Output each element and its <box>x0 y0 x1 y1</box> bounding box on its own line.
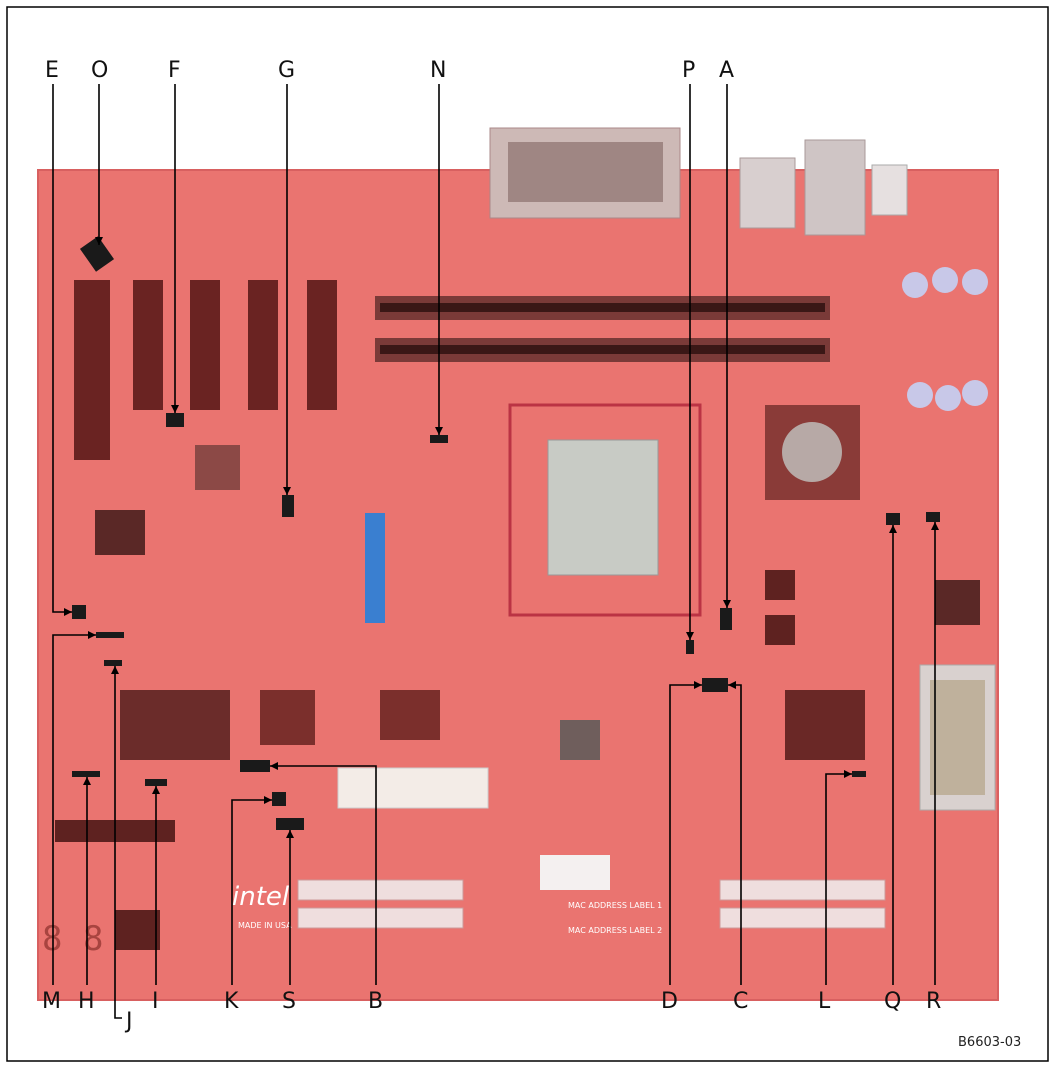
callout-d: D <box>661 989 678 1014</box>
motherboard: intel MADE IN USA MAC ADDRESS LABEL 1 MA… <box>38 128 998 1000</box>
sata-connector <box>365 513 385 623</box>
figure-id: B6603-03 <box>958 1035 1021 1050</box>
made-in-label: MADE IN USA <box>238 921 292 930</box>
pcie-slot-1 <box>74 280 110 460</box>
callout-i: I <box>152 989 159 1014</box>
pci-slot-1 <box>298 880 463 900</box>
lan-port-2 <box>805 140 865 235</box>
jumper-c <box>714 678 728 692</box>
jumper-s <box>276 818 304 830</box>
jumper-j <box>104 660 122 666</box>
atx-power <box>338 768 488 808</box>
pcie-slot-4 <box>248 280 278 410</box>
jumper-q <box>886 513 900 525</box>
mac-address-label-1: MAC ADDRESS LABEL 1 <box>568 901 662 910</box>
callout-q: Q <box>884 989 901 1014</box>
usb-port <box>872 165 907 215</box>
jumper-m <box>96 632 124 638</box>
cpu <box>548 440 658 575</box>
callout-h: H <box>78 989 95 1014</box>
jumper-i <box>145 779 167 786</box>
pci-slot-3 <box>720 880 885 900</box>
callout-e: E <box>45 58 59 83</box>
pci-slot-4 <box>720 908 885 928</box>
jumper-k <box>272 792 286 806</box>
jumper-b <box>240 760 270 772</box>
callout-g: G <box>278 58 295 83</box>
pcie-slot-5 <box>307 280 337 410</box>
callout-p: P <box>682 58 695 83</box>
jumper-a <box>720 608 732 630</box>
callout-m: M <box>42 989 61 1014</box>
jumper-e <box>72 605 86 619</box>
pcie-slot-3 <box>190 280 220 410</box>
jumper-l <box>852 771 866 777</box>
callout-l: L <box>818 989 831 1014</box>
pci-slot-2 <box>298 908 463 928</box>
jumper-r <box>926 512 940 522</box>
callout-a: A <box>719 58 734 83</box>
callout-j: J <box>124 1009 133 1034</box>
lan-port <box>740 158 795 228</box>
callout-s: S <box>282 989 296 1014</box>
callout-f: F <box>168 58 181 83</box>
jumper-n <box>430 435 448 443</box>
callout-b: B <box>368 989 383 1014</box>
callout-n: N <box>430 58 446 83</box>
pcie-slot-2 <box>133 280 163 410</box>
jumper-h <box>72 771 100 777</box>
intel-logo: intel <box>232 882 290 912</box>
callout-c: C <box>733 989 748 1014</box>
callout-r: R <box>926 989 941 1014</box>
jumper-p <box>686 640 694 654</box>
callout-o: O <box>91 58 108 83</box>
barcode-label <box>540 855 610 890</box>
southbridge <box>785 690 865 760</box>
debug-7seg: 8 8 <box>42 919 103 959</box>
jumper-d <box>702 678 714 692</box>
jumper-f <box>166 413 184 427</box>
mac-address-label-2: MAC ADDRESS LABEL 2 <box>568 926 662 935</box>
jumper-g <box>282 495 294 517</box>
callout-k: K <box>224 989 239 1014</box>
